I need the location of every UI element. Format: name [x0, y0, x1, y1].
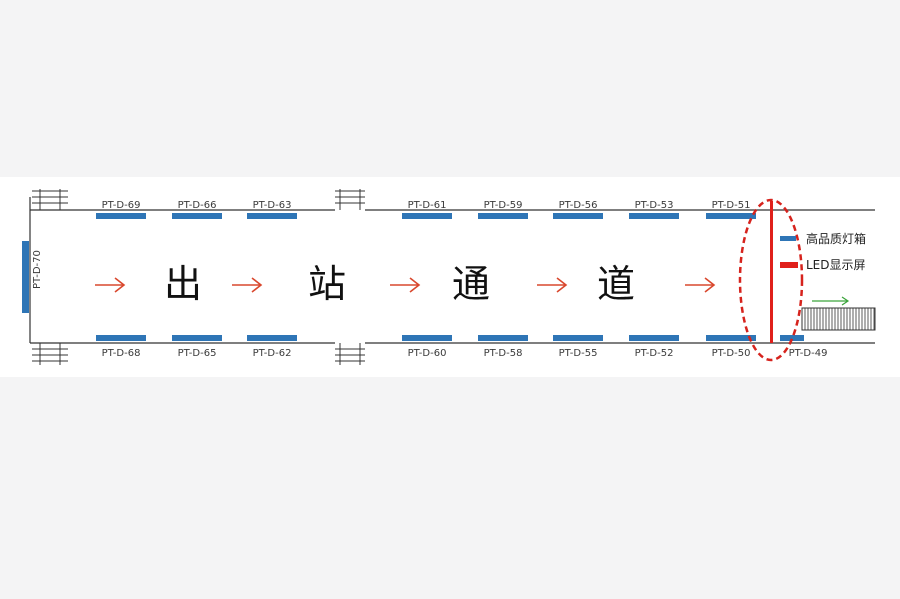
- lightbox-bar: [96, 213, 146, 219]
- lightbox-label: PT-D-58: [484, 348, 523, 359]
- direction-arrow: [95, 277, 126, 293]
- lightbox-bar: [478, 213, 528, 219]
- legend-label-lightbox: 高品质灯箱: [806, 231, 866, 246]
- lightbox-label: PT-D-66: [178, 200, 217, 211]
- legend: 高品质灯箱 LED显示屏: [780, 231, 866, 272]
- lightbox-label: PT-D-51: [712, 200, 751, 211]
- lightbox-label: PT-D-69: [102, 200, 141, 211]
- stairs-bottom-middle: [335, 343, 365, 365]
- lightbox-top: PT-D-61: [402, 200, 452, 219]
- lightbox-label: PT-D-53: [635, 200, 674, 211]
- lightbox-top: PT-D-53: [629, 200, 679, 219]
- legend-swatch-lightbox: [780, 236, 796, 241]
- end-lightbox-label: PT-D-70: [32, 250, 43, 289]
- lightbox-bottom: PT-D-68: [96, 335, 146, 359]
- title-char-4: 道: [597, 262, 635, 306]
- stairs-top-middle: [335, 189, 365, 210]
- lightbox-bottom: PT-D-58: [478, 335, 528, 359]
- direction-arrow: [537, 277, 568, 293]
- lightbox-bar: [247, 213, 297, 219]
- lightbox-label: PT-D-55: [559, 348, 598, 359]
- exit-arrow: [812, 296, 850, 306]
- lightbox-bar: [553, 335, 603, 341]
- lightbox-label: PT-D-63: [253, 200, 292, 211]
- lightbox-bar: [629, 213, 679, 219]
- direction-arrow: [685, 277, 716, 293]
- lightbox-top: PT-D-63: [247, 200, 297, 219]
- lightbox-bottom: PT-D-49: [780, 335, 827, 359]
- lightbox-bottom: PT-D-65: [172, 335, 222, 359]
- lightbox-top: PT-D-69: [96, 200, 146, 219]
- corridor-walls: [29, 197, 875, 344]
- lightbox-label: PT-D-56: [559, 200, 598, 211]
- lightbox-bar: [172, 213, 222, 219]
- lightbox-bar: [706, 335, 756, 341]
- stairs-bottom-left: [32, 343, 68, 365]
- lightbox-bar: [402, 213, 452, 219]
- lightbox-label: PT-D-50: [712, 348, 751, 359]
- legend-swatch-led: [780, 262, 798, 268]
- corridor-title: 出 站 通 道: [164, 262, 635, 306]
- escalator: [801, 307, 876, 331]
- top-lightbox-row: PT-D-69 PT-D-66 PT-D-63 PT-D-61 PT-D-59 PT-D-…: [96, 200, 756, 219]
- bottom-lightbox-row: PT-D-68 PT-D-65 PT-D-62 PT-D-60 PT-D-58 PT-D-…: [96, 335, 827, 359]
- lightbox-bar: [780, 335, 804, 341]
- lightbox-bar: [553, 213, 603, 219]
- direction-arrow: [232, 277, 263, 293]
- direction-arrow: [390, 277, 421, 293]
- lightbox-top: PT-D-56: [553, 200, 603, 219]
- end-lightbox: [22, 241, 29, 313]
- led-screen: [770, 201, 773, 343]
- title-char-2: 站: [308, 262, 346, 306]
- lightbox-label: PT-D-65: [178, 348, 217, 359]
- lightbox-bar: [478, 335, 528, 341]
- lightbox-label: PT-D-52: [635, 348, 674, 359]
- highlight-ellipse: [738, 198, 804, 362]
- lightbox-label: PT-D-62: [253, 348, 292, 359]
- lightbox-top: PT-D-51: [706, 200, 756, 219]
- direction-arrows: [95, 277, 716, 293]
- lightbox-bar: [706, 213, 756, 219]
- lightbox-bottom: PT-D-60: [402, 335, 452, 359]
- lightbox-bar: [629, 335, 679, 341]
- lightbox-bottom: PT-D-62: [247, 335, 297, 359]
- lightbox-bottom: PT-D-52: [629, 335, 679, 359]
- stairs-top-left: [32, 189, 68, 210]
- lightbox-label: PT-D-59: [484, 200, 523, 211]
- lightbox-bar: [247, 335, 297, 341]
- lightbox-label: PT-D-49: [789, 348, 828, 359]
- lightbox-label: PT-D-68: [102, 348, 141, 359]
- lightbox-bottom: PT-D-50: [706, 335, 756, 359]
- lightbox-label: PT-D-61: [408, 200, 447, 211]
- lightbox-top: PT-D-66: [172, 200, 222, 219]
- lightbox-top: PT-D-59: [478, 200, 528, 219]
- lightbox-bar: [402, 335, 452, 341]
- lightbox-label: PT-D-60: [408, 348, 447, 359]
- lightbox-bar: [172, 335, 222, 341]
- lightbox-bottom: PT-D-55: [553, 335, 603, 359]
- legend-label-led: LED显示屏: [806, 258, 866, 272]
- title-char-3: 通: [452, 262, 490, 306]
- escalator-frame: [801, 307, 876, 331]
- lightbox-bar: [96, 335, 146, 341]
- title-char-1: 出: [164, 262, 202, 306]
